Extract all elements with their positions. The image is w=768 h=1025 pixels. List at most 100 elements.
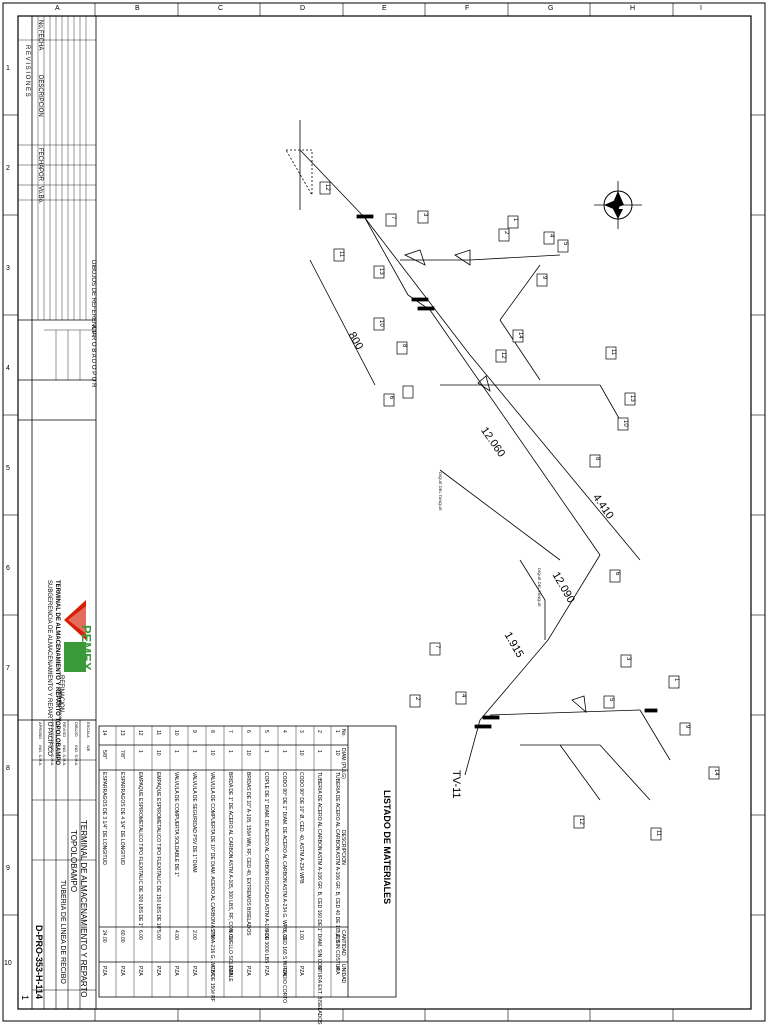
callout-number: 11	[655, 830, 661, 837]
material-no: 5	[263, 730, 269, 733]
material-unit: PZA	[298, 966, 304, 976]
field-label-scale: ESCALA	[86, 722, 91, 738]
material-unit: PZA	[209, 966, 215, 976]
material-qty: 24.00	[101, 930, 107, 943]
revisions-col-date2: FECHA	[37, 148, 43, 169]
callout-number: 5	[562, 242, 568, 246]
material-no: 10	[173, 730, 179, 736]
material-unit: M	[316, 966, 322, 971]
material-desc: ESPARRAGOS DE 3 1/4" DE LONGITUD	[101, 772, 107, 865]
callout-number: 11	[338, 251, 344, 258]
callout-number: 7	[390, 216, 396, 220]
materials-header-desc: DESCRIPCION	[340, 830, 346, 865]
field-label-approved: APROBO	[38, 722, 43, 740]
material-qty: 1.00	[298, 930, 304, 940]
material-no: 13	[119, 730, 125, 736]
grid-col-a: A	[55, 5, 60, 12]
approval-header: A P R O B A D O P O R	[90, 325, 96, 388]
callout-number: 12	[500, 352, 506, 359]
field-value-approved: ING. S.M.A.	[38, 745, 43, 767]
material-diam: 5/8"	[101, 750, 107, 759]
callout-number: 12	[324, 184, 330, 191]
material-no: 9	[191, 730, 197, 733]
revisions-col-por: POR	[37, 168, 43, 182]
material-unit: PZA	[227, 966, 233, 976]
callout-number: 8	[401, 344, 407, 348]
drawing-title: TUBERIA DE LINEA DE RECIBO	[59, 880, 66, 984]
material-diam: 1	[191, 750, 197, 753]
material-diam: 10	[209, 750, 215, 756]
material-no: 12	[137, 730, 143, 736]
callout-number: 10	[622, 420, 628, 427]
material-diam: 1	[227, 750, 233, 753]
material-desc: CODO 90° DE 10" Ø, CED. 40, ASTM A-234 W…	[298, 772, 304, 884]
project-line-2: TOPOLOBAMPO	[69, 830, 78, 893]
materials-header-qty: CANTIDAD	[340, 930, 346, 956]
callout-number: 14	[517, 332, 523, 339]
material-unit: PZA	[263, 966, 269, 976]
material-unit: PZA	[173, 966, 179, 976]
company-name: PEMEX	[79, 625, 94, 671]
sheet-number: 1	[20, 995, 30, 1001]
material-no: 1	[334, 730, 340, 733]
callout-number: 9	[684, 725, 690, 729]
revisions-col-no: No.	[37, 20, 43, 30]
material-qty: 60.00	[119, 930, 125, 943]
material-no: 2	[316, 730, 322, 733]
grid-row-9: 9	[6, 865, 10, 872]
material-desc: VALVULA DE SEGURIDAD PSV DE 1" DIAM	[191, 772, 197, 873]
grid-row-7: 7	[6, 665, 10, 672]
grid-row-1: 1	[6, 65, 10, 72]
material-no: 11	[155, 730, 161, 736]
field-label-project: PROYECTO	[50, 722, 55, 745]
piping-isometric	[285, 120, 671, 801]
material-diam: 1	[263, 750, 269, 753]
material-qty: 5.00	[155, 930, 161, 940]
field-value-checked: ING. S.M.A.	[62, 745, 67, 767]
material-qty: 4.00	[263, 930, 269, 940]
materials-header-diam: DIAM (PULG)	[340, 748, 346, 779]
materials-header-unit: UNIDAD	[340, 964, 346, 984]
material-desc: EMPAQUE ESPIROMETALICO TIPO FLEXITALIC D…	[155, 772, 161, 931]
grid-col-e: E	[382, 5, 387, 12]
pemex-logo	[64, 600, 86, 672]
callout-number: 14	[713, 769, 719, 776]
material-unit: PZA	[281, 966, 287, 976]
project-line-1: TERMINAL DE ALMACENAMIENTO Y REPARTO	[79, 820, 88, 998]
callout-number: 13	[378, 268, 384, 275]
field-value-drawn: ING. S.M.A.	[74, 745, 79, 767]
callout-number: 10	[378, 320, 384, 327]
material-qty: 8.00	[227, 930, 233, 940]
material-desc: EMPAQUE ESPIROMETALICO TIPO FLEXITALIC D…	[137, 772, 143, 928]
material-desc: VALVULA DE COMPUERTA SOLDABLE DE 1"	[173, 772, 179, 877]
grid-row-5: 5	[6, 465, 10, 472]
grid-col-h: H	[630, 5, 636, 12]
grid-row-8: 8	[6, 765, 10, 772]
material-no: 3	[298, 730, 304, 733]
revisions-col-date: FECHA	[37, 30, 43, 51]
callout-number: 4	[460, 694, 466, 698]
callout-number: 12	[578, 818, 584, 825]
material-desc: BRIDA DE 1" DE ACERO AL CARBON ASTM A-10…	[227, 772, 233, 982]
callout-number: 3	[422, 213, 428, 217]
revisions-col-desc: DESCRIPCION	[37, 75, 43, 117]
field-label-checked: REVISO	[62, 722, 67, 738]
callout-number: 6	[614, 572, 620, 576]
field-value-scale: S/E	[86, 745, 91, 752]
note-tank-dike-1: DIQUE DEL TANQUE	[438, 472, 443, 511]
revisions-header: R E V I S I O N E S	[24, 45, 30, 97]
material-diam: 7/8"	[119, 750, 125, 759]
material-qty: 3,128	[334, 930, 340, 943]
material-no: 6	[245, 730, 251, 733]
field-value-project: ING. S.M.A.	[50, 745, 55, 767]
callout-number: 5	[608, 698, 614, 702]
material-no: 8	[209, 730, 215, 733]
callout-number: 6	[388, 396, 394, 400]
grid-row-10: 10	[4, 960, 12, 967]
grid-col-g: G	[548, 5, 554, 12]
material-unit: PZA	[137, 966, 143, 976]
grid-col-b: B	[135, 5, 140, 12]
callout-number: 13	[629, 395, 635, 402]
